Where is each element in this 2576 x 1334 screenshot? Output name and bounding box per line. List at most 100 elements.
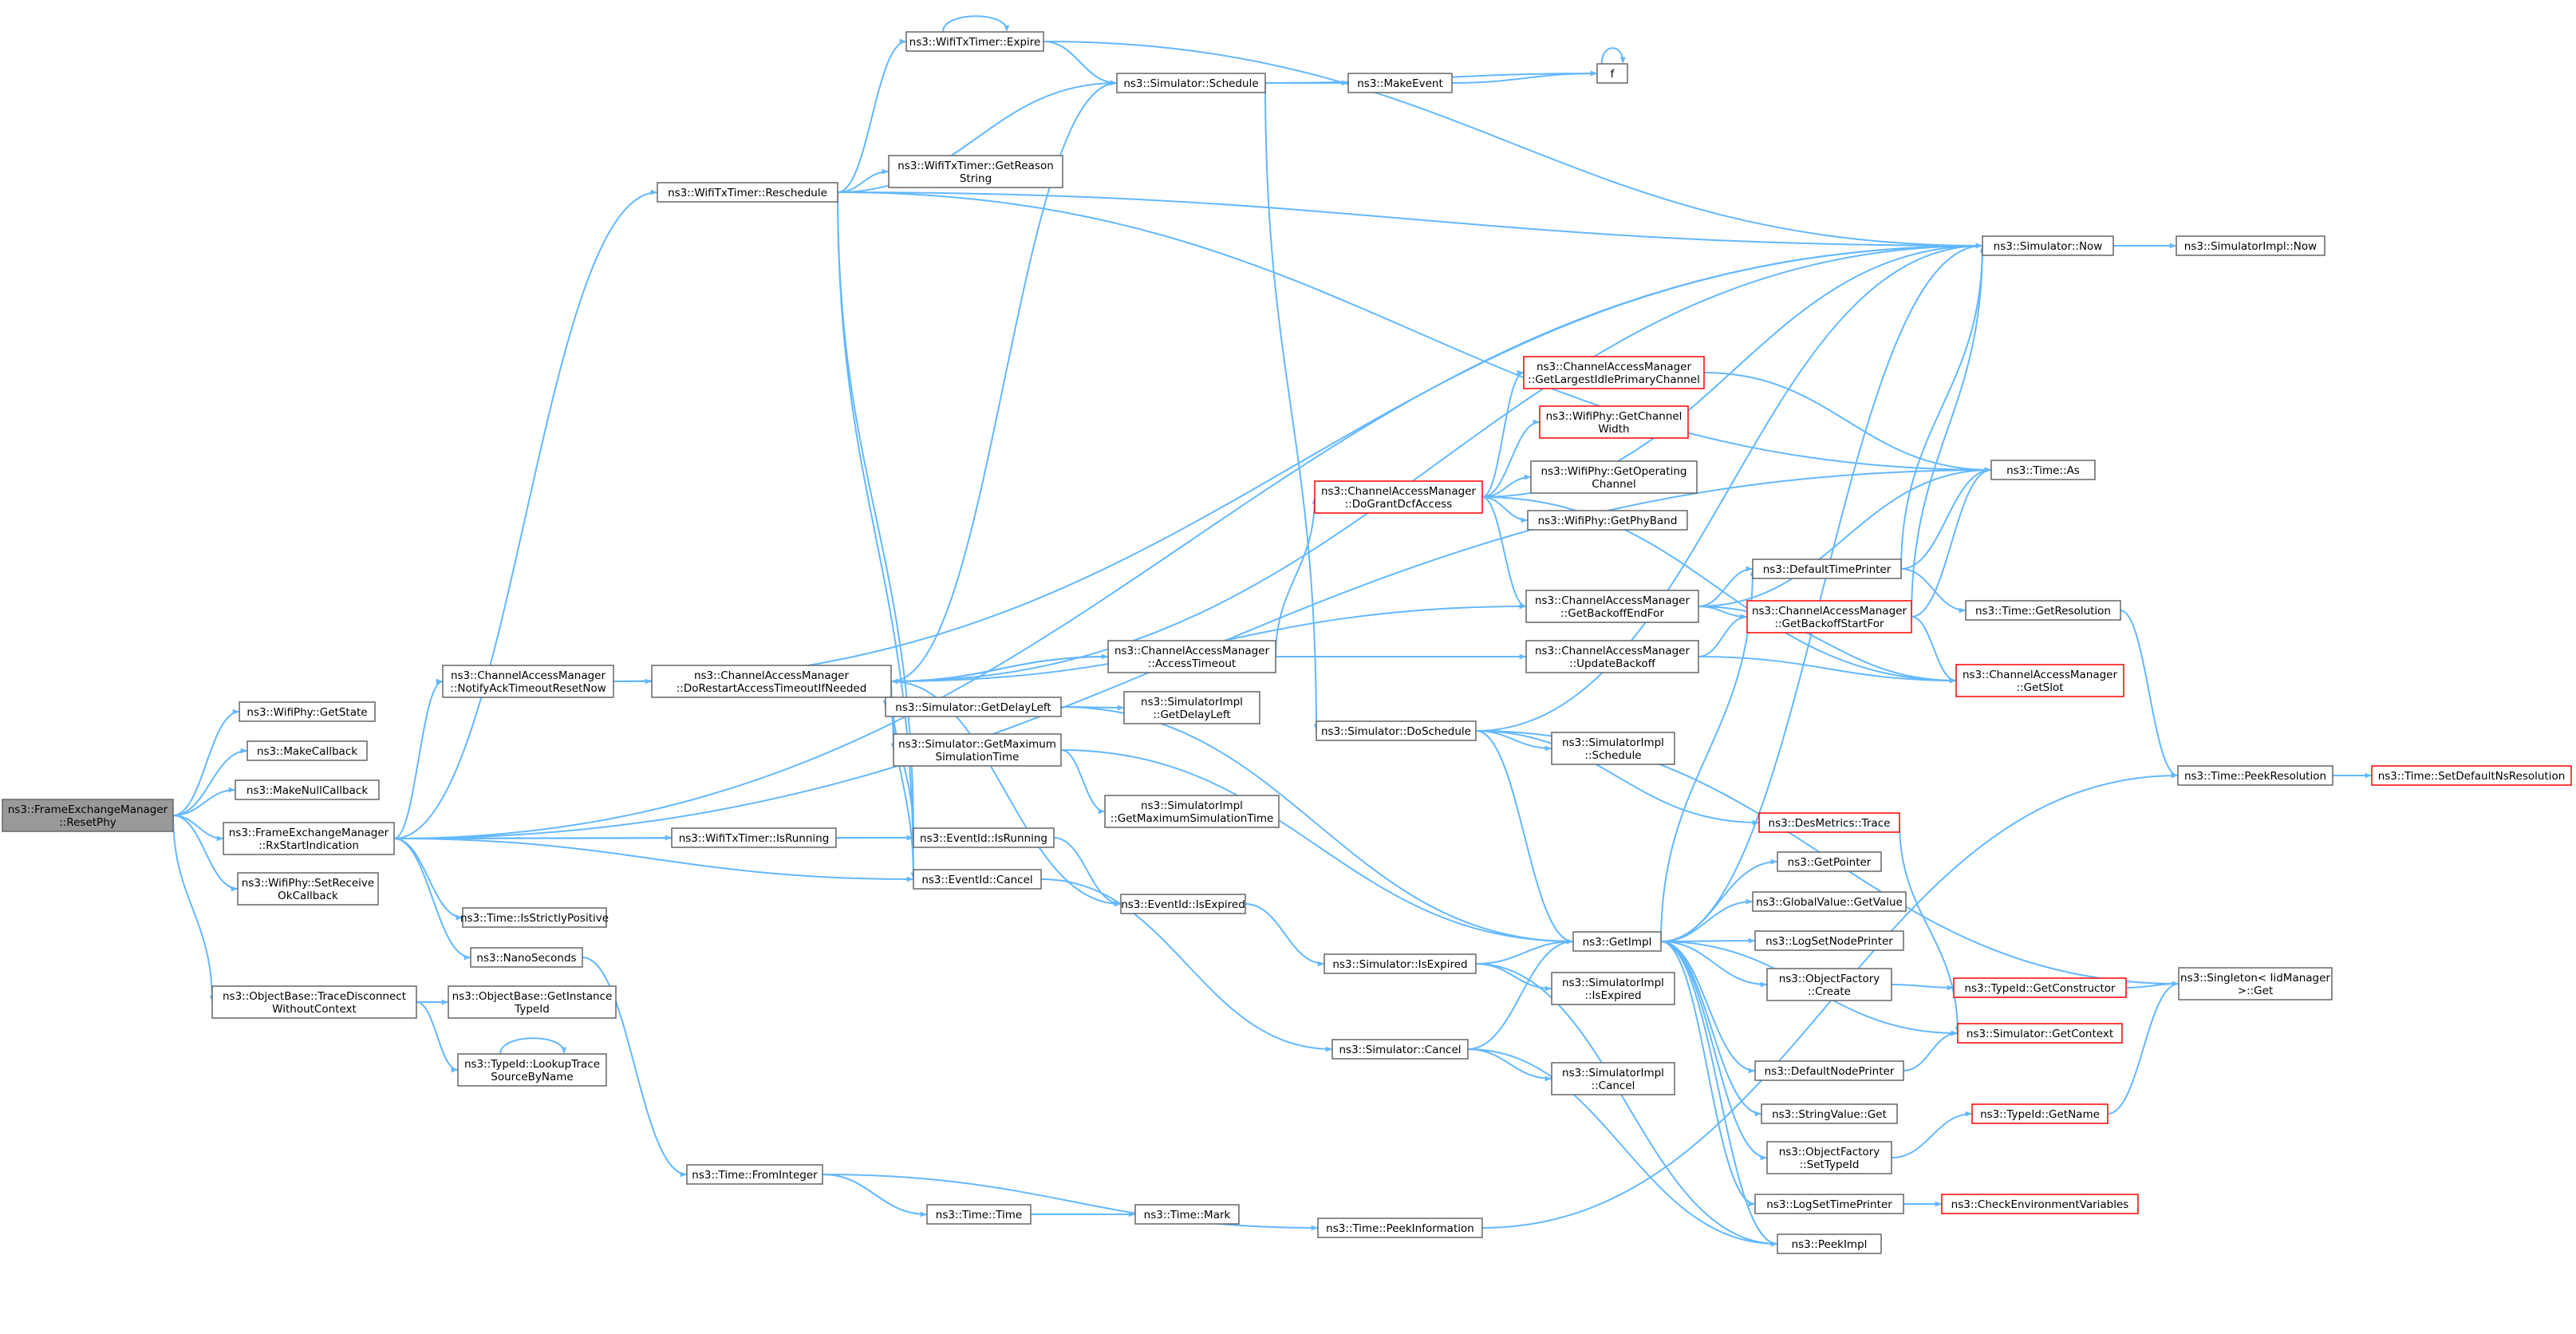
node-makeevent[interactable]: ns3::MakeEvent bbox=[1347, 73, 1453, 93]
node-evisexp[interactable]: ns3::EventId::IsExpired bbox=[1120, 894, 1246, 914]
node-box[interactable] bbox=[1123, 691, 1260, 724]
node-box[interactable] bbox=[2, 799, 174, 832]
node-getbackstart[interactable]: ns3::ChannelAccessManager::GetBackoffSta… bbox=[1746, 600, 1912, 633]
node-box[interactable] bbox=[1530, 460, 1698, 494]
node-box[interactable] bbox=[885, 697, 1062, 717]
node-box[interactable] bbox=[1539, 405, 1689, 439]
node-box[interactable] bbox=[1525, 640, 1699, 673]
node-box[interactable] bbox=[1754, 930, 1904, 951]
node-nanosec[interactable]: ns3::NanoSeconds bbox=[470, 947, 583, 968]
node-defnode[interactable]: ns3::DefaultNodePrinter bbox=[1754, 1060, 1904, 1081]
node-checkenv[interactable]: ns3::CheckEnvironmentVariables bbox=[1941, 1194, 2139, 1214]
node-box[interactable] bbox=[893, 733, 1062, 767]
node-box[interactable] bbox=[1347, 73, 1453, 93]
node-impldelay[interactable]: ns3::SimulatorImpl::GetDelayLeft bbox=[1123, 691, 1260, 724]
node-box[interactable] bbox=[1955, 664, 2124, 697]
node-box[interactable] bbox=[1766, 1141, 1892, 1174]
node-box[interactable] bbox=[1107, 640, 1276, 673]
node-box[interactable] bbox=[926, 1204, 1032, 1225]
node-box[interactable] bbox=[1314, 480, 1483, 514]
node-implisexp[interactable]: ns3::SimulatorImpl::IsExpired bbox=[1551, 972, 1675, 1005]
node-box[interactable] bbox=[1331, 1039, 1469, 1060]
node-box[interactable] bbox=[237, 872, 379, 906]
node-timeas[interactable]: ns3::Time::As bbox=[1990, 460, 2096, 480]
node-box[interactable] bbox=[913, 869, 1042, 890]
node-timestrict[interactable]: ns3::Time::IsStrictlyPositive bbox=[460, 907, 609, 928]
node-getpointer[interactable]: ns3::GetPointer bbox=[1777, 851, 1882, 872]
node-timepeekres[interactable]: ns3::Time::PeekResolution bbox=[2177, 765, 2333, 786]
node-box[interactable] bbox=[1971, 1103, 2109, 1124]
node-camgetslot[interactable]: ns3::ChannelAccessManager::GetSlot bbox=[1955, 664, 2124, 697]
node-getdelay[interactable]: ns3::Simulator::GetDelayLeft bbox=[885, 697, 1062, 717]
node-box[interactable] bbox=[2178, 967, 2333, 1000]
node-logsetnode[interactable]: ns3::LogSetNodePrinter bbox=[1754, 930, 1904, 951]
node-box[interactable] bbox=[1990, 460, 2096, 480]
node-acctimeout[interactable]: ns3::ChannelAccessManager::AccessTimeout bbox=[1107, 640, 1276, 673]
node-timetime[interactable]: ns3::Time::Time bbox=[926, 1204, 1032, 1225]
node-box[interactable] bbox=[457, 1053, 607, 1087]
node-box[interactable] bbox=[1551, 1062, 1675, 1095]
node-simnow[interactable]: ns3::Simulator::Now bbox=[1982, 235, 2114, 256]
node-globalval[interactable]: ns3::GlobalValue::GetValue bbox=[1752, 891, 1907, 912]
node-logsettime[interactable]: ns3::LogSetTimePrinter bbox=[1754, 1194, 1904, 1214]
node-box[interactable] bbox=[1752, 891, 1907, 912]
node-box[interactable] bbox=[657, 182, 838, 203]
node-simgetctx[interactable]: ns3::Simulator::GetContext bbox=[1957, 1023, 2123, 1044]
node-implcancel[interactable]: ns3::SimulatorImpl::Cancel bbox=[1551, 1062, 1675, 1095]
node-notifyack[interactable]: ns3::ChannelAccessManager::NotifyAckTime… bbox=[442, 665, 614, 698]
node-box[interactable] bbox=[211, 985, 417, 1019]
node-peekimpl[interactable]: ns3::PeekImpl bbox=[1777, 1233, 1882, 1254]
node-desmetrics[interactable]: ns3::DesMetrics::Trace bbox=[1758, 812, 1900, 833]
node-box[interactable] bbox=[442, 665, 614, 698]
node-setdefns[interactable]: ns3::Time::SetDefaultNsResolution bbox=[2371, 765, 2572, 786]
node-box[interactable] bbox=[448, 985, 617, 1019]
node-box[interactable] bbox=[1104, 795, 1280, 828]
node-expire[interactable]: ns3::WifiTxTimer::Expire bbox=[905, 31, 1044, 52]
node-box[interactable] bbox=[1777, 1233, 1882, 1254]
node-box[interactable] bbox=[1317, 1218, 1483, 1238]
node-box[interactable] bbox=[470, 947, 583, 968]
node-box[interactable] bbox=[686, 1164, 823, 1185]
node-objfcreate[interactable]: ns3::ObjectFactory::Create bbox=[1766, 968, 1892, 1001]
node-getmaxsim[interactable]: ns3::Simulator::GetMaximumSimulationTime bbox=[893, 733, 1062, 767]
node-typegetctor[interactable]: ns3::TypeId::GetConstructor bbox=[1953, 977, 2127, 998]
node-getstate[interactable]: ns3::WifiPhy::GetState bbox=[239, 701, 376, 722]
node-box[interactable] bbox=[1572, 931, 1662, 952]
node-simcancel[interactable]: ns3::Simulator::Cancel bbox=[1331, 1039, 1469, 1060]
node-objfsettype[interactable]: ns3::ObjectFactory::SetTypeId bbox=[1766, 1141, 1892, 1174]
node-box[interactable] bbox=[651, 665, 892, 698]
node-box[interactable] bbox=[1316, 720, 1477, 741]
node-box[interactable] bbox=[1761, 1103, 1898, 1124]
node-rxstart[interactable]: ns3::FrameExchangeManager::RxStartIndica… bbox=[223, 822, 395, 855]
node-typegetname[interactable]: ns3::TypeId::GetName bbox=[1971, 1103, 2109, 1124]
node-box[interactable] bbox=[1957, 1023, 2123, 1044]
node-box[interactable] bbox=[235, 779, 380, 800]
node-box[interactable] bbox=[2371, 765, 2572, 786]
node-getbackend[interactable]: ns3::ChannelAccessManager::GetBackoffEnd… bbox=[1525, 590, 1699, 623]
node-getphyband[interactable]: ns3::WifiPhy::GetPhyBand bbox=[1527, 510, 1688, 531]
node-box[interactable] bbox=[1596, 63, 1628, 84]
node-box[interactable] bbox=[1134, 1204, 1240, 1225]
node-box[interactable] bbox=[913, 827, 1055, 848]
node-box[interactable] bbox=[223, 822, 395, 855]
node-box[interactable] bbox=[2176, 235, 2326, 256]
node-schedule[interactable]: ns3::Simulator::Schedule bbox=[1116, 73, 1266, 93]
node-box[interactable] bbox=[1777, 851, 1882, 872]
node-implnow[interactable]: ns3::SimulatorImpl::Now bbox=[2176, 235, 2326, 256]
node-box[interactable] bbox=[671, 827, 837, 848]
node-box[interactable] bbox=[1982, 235, 2114, 256]
node-implmaxsim[interactable]: ns3::SimulatorImpl::GetMaximumSimulation… bbox=[1104, 795, 1280, 828]
node-resched[interactable]: ns3::WifiTxTimer::Reschedule bbox=[657, 182, 838, 203]
node-box[interactable] bbox=[462, 907, 607, 928]
node-timemark[interactable]: ns3::Time::Mark bbox=[1134, 1204, 1240, 1225]
node-box[interactable] bbox=[1766, 968, 1892, 1001]
node-doschedule[interactable]: ns3::Simulator::DoSchedule bbox=[1316, 720, 1477, 741]
node-box[interactable] bbox=[1758, 812, 1900, 833]
node-makecb[interactable]: ns3::MakeCallback bbox=[247, 740, 368, 761]
node-box[interactable] bbox=[1754, 1060, 1904, 1081]
